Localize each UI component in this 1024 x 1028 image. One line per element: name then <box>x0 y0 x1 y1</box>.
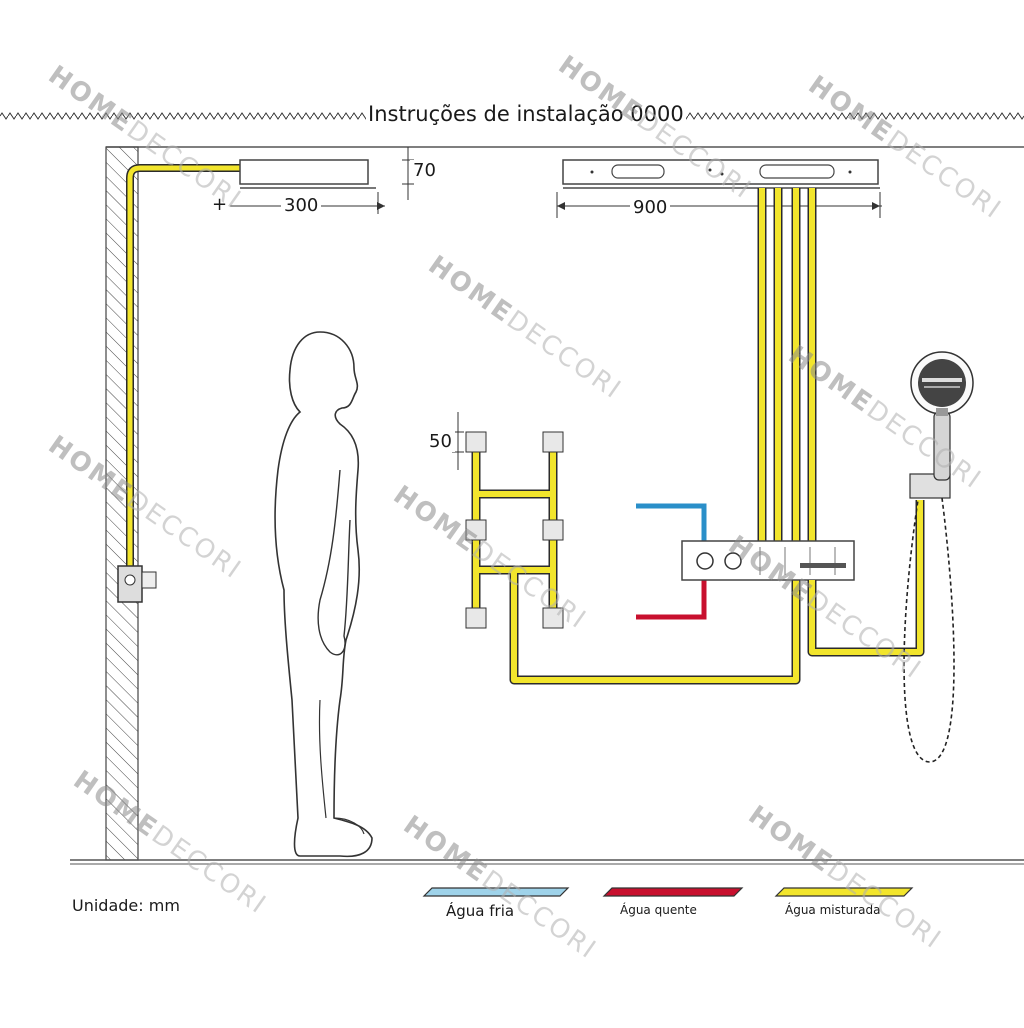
legend-swatch-cold <box>422 887 570 897</box>
body-jet <box>542 519 564 541</box>
legend-swatch-hot <box>602 887 744 897</box>
hot-water-pipe <box>636 580 707 620</box>
legend-label-cold: Água fria <box>446 902 515 920</box>
human-figure <box>274 331 373 858</box>
panel-dot <box>708 168 712 172</box>
hand-shower <box>910 351 974 481</box>
wall-valve-outlet <box>141 571 157 589</box>
unit-label: Unidade: mm <box>72 896 180 915</box>
ceiling-panel-slot-b <box>759 164 835 179</box>
diagram-title: Instruções de instalação 0000 <box>366 102 686 126</box>
human-foot <box>333 817 365 835</box>
body-jet <box>542 607 564 629</box>
panel-pipes <box>757 188 817 545</box>
wall-pipe-outline <box>126 164 240 572</box>
mixer-shelf <box>800 563 846 568</box>
hand-shower-hose <box>903 497 955 763</box>
dim-300-arrow <box>377 202 385 210</box>
body-jet <box>465 431 487 453</box>
legend-swatch-mixed <box>774 887 914 897</box>
dim-900-arrow-b <box>872 202 880 210</box>
body-jet <box>542 431 564 453</box>
body-jets <box>465 431 564 629</box>
body-jet <box>465 607 487 629</box>
dim-50-label: 50 <box>426 431 455 452</box>
dim-70-label: 70 <box>410 160 439 181</box>
legend-label-hot: Água quente <box>620 903 697 917</box>
dim-plus-sign: + <box>209 194 231 215</box>
mixer-knob-1 <box>696 552 714 570</box>
dim-900-arrow-a <box>557 202 565 210</box>
dim-300-label: 300 <box>281 195 322 216</box>
hand-shower-pipe <box>809 500 923 655</box>
panel-dot <box>590 170 594 174</box>
dim-900-label: 900 <box>630 197 671 218</box>
ceiling-shower-small <box>239 159 369 185</box>
human-arm <box>317 469 351 656</box>
panel-dot <box>720 172 724 176</box>
cold-water-pipe <box>636 503 707 545</box>
human-leg-line <box>318 699 327 819</box>
wall-valve-knob <box>124 574 136 586</box>
mixer-knob-2 <box>724 552 742 570</box>
ceiling-panel-slot-a <box>611 164 665 179</box>
body-jet <box>465 519 487 541</box>
legend-label-mixed: Água misturada <box>785 903 881 917</box>
wall-pipe <box>127 165 240 572</box>
panel-dot <box>848 170 852 174</box>
